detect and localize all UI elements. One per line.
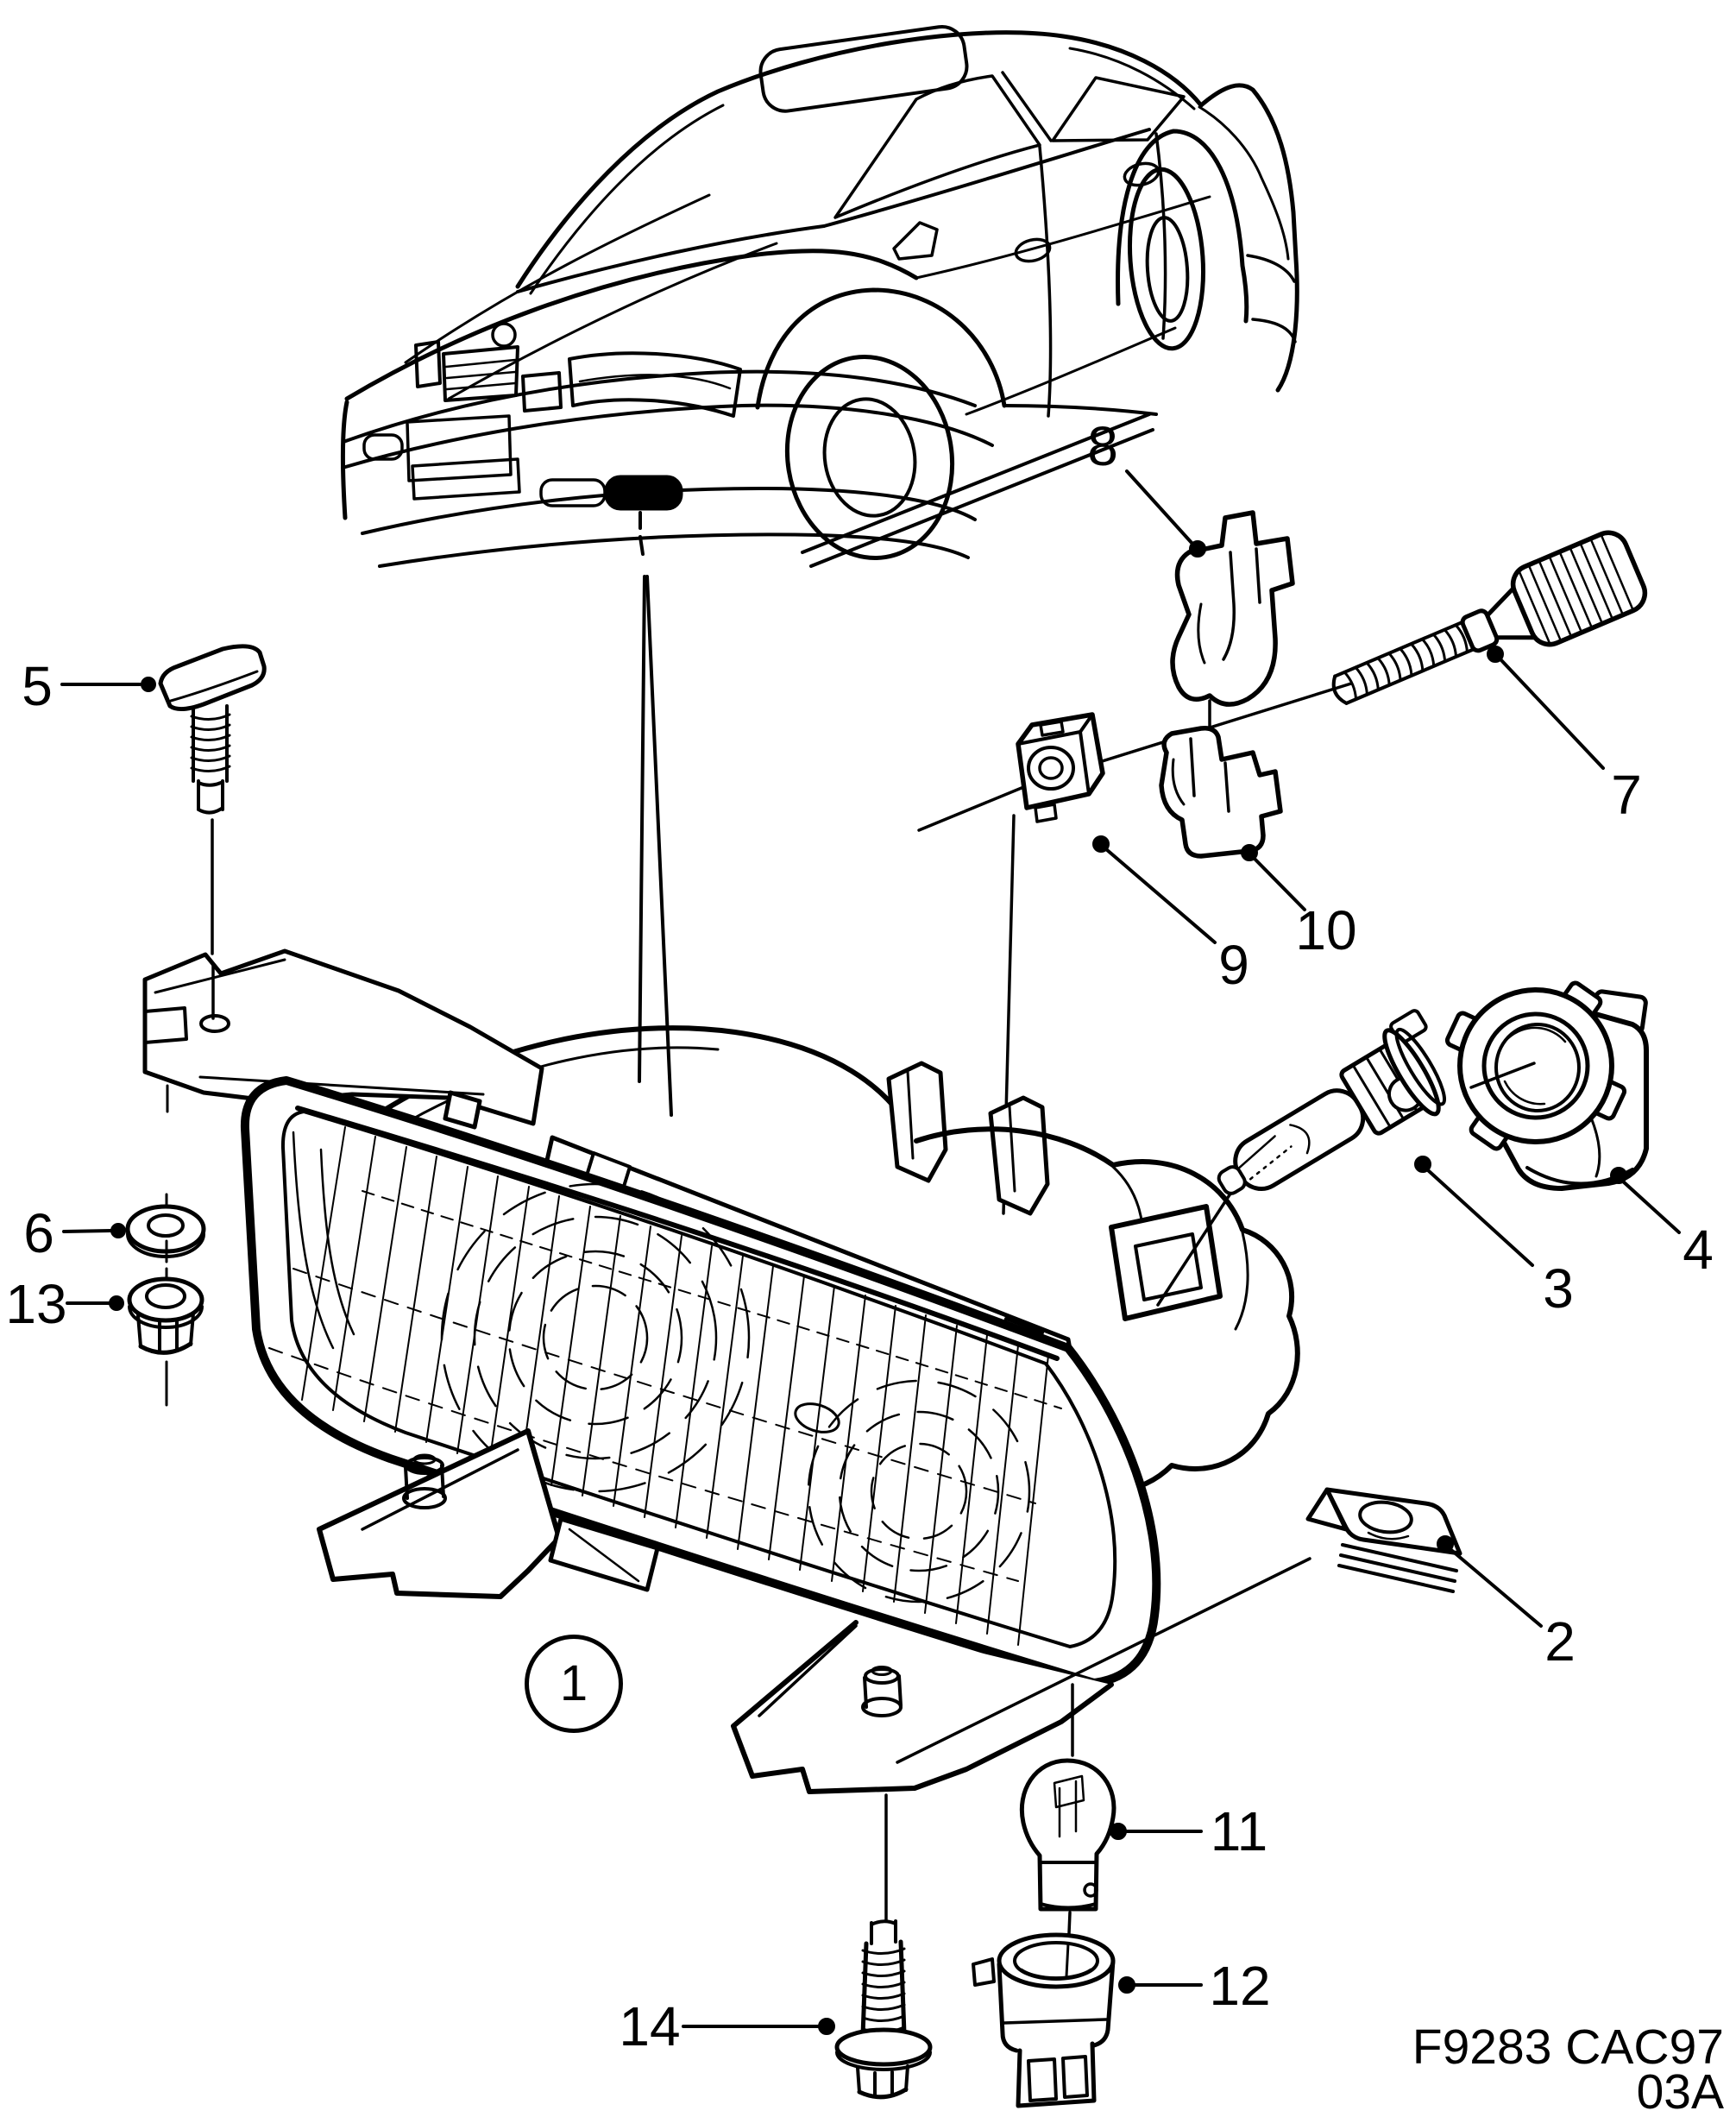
part-4-bulb-holder xyxy=(1444,980,1649,1191)
callout-4: 4 xyxy=(1683,1222,1714,1277)
part-11-bulb xyxy=(1020,1683,1116,1935)
part-12-bulb-socket xyxy=(972,1932,1116,2108)
part-13-nut xyxy=(127,1267,204,1407)
callout-14-label: 14 xyxy=(619,1995,681,2057)
callout-9: 9 xyxy=(1218,937,1249,992)
callout-10: 10 xyxy=(1295,903,1356,958)
location-pointer xyxy=(638,511,673,1117)
callout-12: 12 xyxy=(1209,1958,1270,2013)
callout-7: 7 xyxy=(1611,767,1642,822)
part-5-screw xyxy=(158,644,267,1020)
callout-8: 8 xyxy=(1087,419,1118,474)
callout-6-label: 6 xyxy=(23,1202,54,1264)
callout-9-label: 9 xyxy=(1218,934,1249,996)
callout-13-label: 13 xyxy=(5,1273,67,1335)
part-3-bulb xyxy=(1217,1009,1447,1195)
part-9-square-nut xyxy=(1016,712,1105,823)
callout-12-label: 12 xyxy=(1209,1955,1271,2017)
callout-4-label: 4 xyxy=(1683,1219,1714,1281)
callout-2: 2 xyxy=(1544,1614,1576,1669)
callout-5-label: 5 xyxy=(22,655,53,717)
callout-5: 5 xyxy=(22,658,53,714)
callout-14: 14 xyxy=(619,1999,680,2054)
callout-13: 13 xyxy=(5,1276,66,1332)
part-2-clip-nut xyxy=(1305,1487,1462,1593)
leader-lines xyxy=(60,469,1681,2035)
callout-3-label: 3 xyxy=(1543,1257,1574,1320)
callout-1: 1 xyxy=(525,1635,623,1733)
callout-7-label: 7 xyxy=(1611,764,1642,826)
drawing-reference: F9283 CAC97 03A xyxy=(1412,2019,1724,2117)
part-6-washer xyxy=(125,1193,206,1263)
car-illustration xyxy=(340,25,1299,568)
fog-lamp-assembly xyxy=(142,814,1311,1921)
part-10-clip xyxy=(1159,725,1283,859)
callout-6: 6 xyxy=(23,1206,54,1261)
callout-2-label: 2 xyxy=(1544,1610,1576,1673)
callout-11-label: 11 xyxy=(1210,1800,1268,1862)
drawing-sheet: 03A xyxy=(1636,2064,1724,2117)
callout-3: 3 xyxy=(1543,1261,1574,1316)
drawing-code: F9283 CAC97 xyxy=(1412,2019,1724,2075)
callout-1-label: 1 xyxy=(559,1655,588,1711)
part-8-clip xyxy=(1170,510,1295,749)
part-14-screw xyxy=(834,1919,933,2100)
callout-11: 11 xyxy=(1211,1804,1267,1859)
callout-10-label: 10 xyxy=(1295,899,1357,961)
callout-8-label: 8 xyxy=(1087,415,1118,477)
